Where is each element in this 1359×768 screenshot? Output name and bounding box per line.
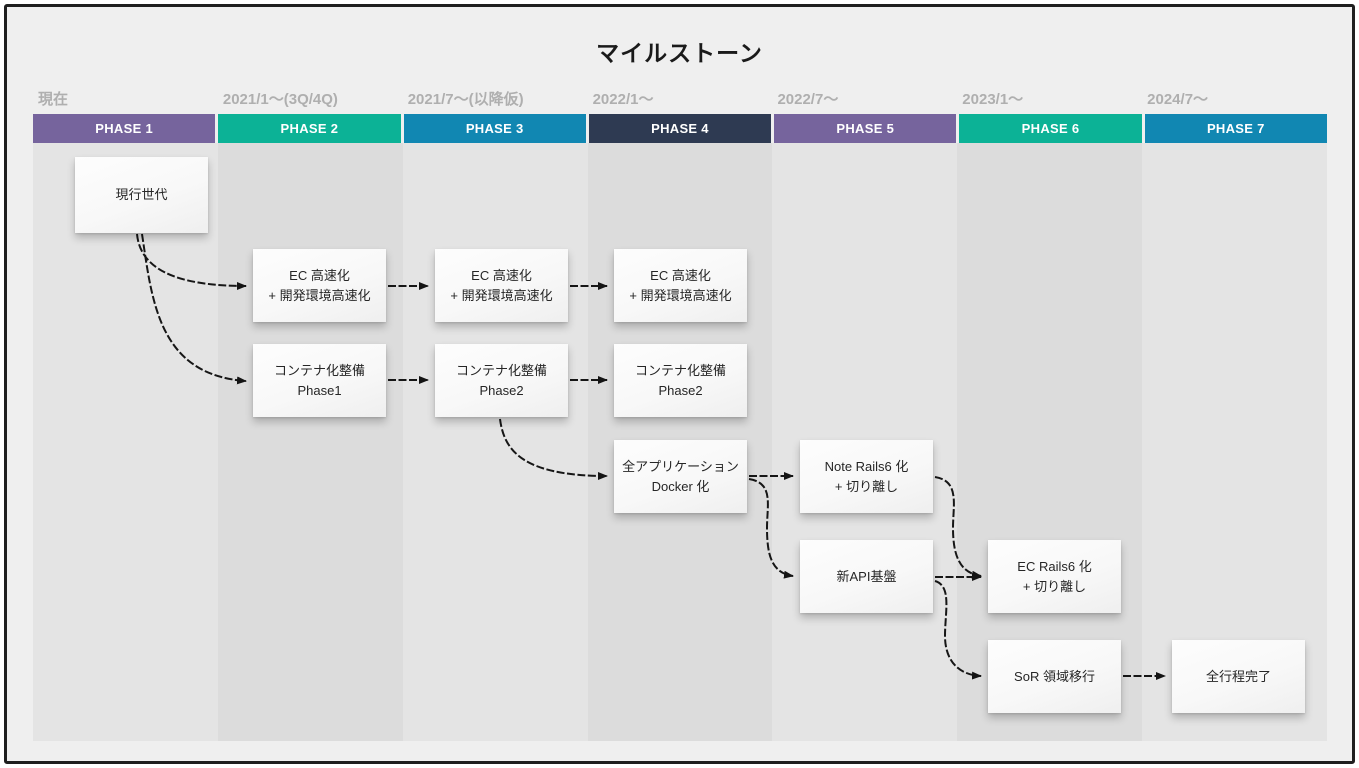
note-text-line: コンテナ化整備 [273,363,365,378]
date-label-1: 現在 [38,91,69,108]
note-text-line: Docker 化 [651,478,710,494]
note-text-line: EC Rails6 化 [1017,559,1092,574]
phase-column-1 [33,143,218,741]
note-text-line: Phase1 [297,382,342,398]
connector-all-app-docker-to-new-api-base [748,478,794,579]
note-text-line: Note Rails6 化 [824,459,909,474]
date-label-6: 2023/1〜 [962,91,1024,108]
date-label-3: 2021/7〜(以降仮) [407,91,524,108]
note-text-line: EC 高速化 [289,268,350,283]
phase-header-1: PHASE 1 [33,114,216,143]
date-label-5: 2022/7〜 [777,91,839,108]
phase-header-2: PHASE 2 [218,114,401,143]
sticky-note-ec-speedup-p2[interactable]: EC 高速化 + 開発環境高速化 [253,249,386,322]
phase-column-3 [402,143,588,741]
connector-current-gen-to-container-phase1 [141,233,247,385]
sticky-note-sor-migration[interactable]: SoR 領域移行 [988,640,1121,713]
note-text-line: EC 高速化 [650,268,711,283]
note-text-line: 全アプリケーション [622,459,739,474]
page-title: マイルストーン [596,40,763,66]
sticky-note-container-phase2-a[interactable]: コンテナ化整備 Phase2 [435,344,568,417]
sticky-note-ec-speedup-p4[interactable]: EC 高速化 + 開発環境高速化 [614,249,747,322]
note-text-line: Phase2 [658,382,703,398]
note-text-line: + 切り離し [834,478,899,494]
sticky-note-all-done[interactable]: 全行程完了 [1172,640,1305,713]
note-text-line: Phase2 [479,382,524,398]
note-text-line: + 開発環境高速化 [450,287,553,303]
phase-header-4: PHASE 4 [588,114,772,143]
note-text-line: コンテナ化整備 [455,363,547,378]
phase-header-3: PHASE 3 [403,114,586,143]
sticky-note-current-gen[interactable]: 現行世代 [75,157,208,233]
connector-note-rails6-to-ec-rails6 [934,476,982,579]
sticky-note-container-phase2-b[interactable]: コンテナ化整備 Phase2 [614,344,747,417]
sticky-note-ec-speedup-p3[interactable]: EC 高速化 + 開発環境高速化 [435,249,568,322]
sticky-note-container-phase1[interactable]: コンテナ化整備 Phase1 [253,344,386,417]
note-text-line: 現行世代 [115,187,168,203]
note-text-line: コンテナ化整備 [634,363,726,378]
phase-header-6: PHASE 6 [959,114,1142,143]
note-text-line: + 切り離し [1022,578,1087,594]
note-text-line: SoR 領域移行 [1014,668,1095,684]
date-label-7: 2024/7〜 [1147,91,1209,108]
sticky-note-all-app-docker[interactable]: 全アプリケーション Docker 化 [614,440,747,513]
note-text-line: + 開発環境高速化 [268,287,371,303]
connector-container-phase2-a-to-all-app-docker [499,418,608,480]
sticky-note-note-rails6[interactable]: Note Rails6 化 + 切り離し [800,440,933,513]
phase-column-2 [217,143,403,741]
note-text-line: 新API基盤 [836,568,897,584]
date-label-4: 2022/1〜 [592,91,654,108]
phase-header-7: PHASE 7 [1144,114,1327,143]
note-text-line: + 開発環境高速化 [629,287,732,303]
note-text-line: 全行程完了 [1205,668,1271,684]
sticky-note-ec-rails6[interactable]: EC Rails6 化 + 切り離し [988,540,1121,613]
date-label-2: 2021/1〜(3Q/4Q) [222,91,338,108]
sticky-note-new-api-base[interactable]: 新API基盤 [800,540,933,613]
connector-current-gen-to-ec-speedup-p2 [136,233,247,290]
phase-header-5: PHASE 5 [774,114,957,143]
connector-new-api-base-to-sor-migration [934,580,982,680]
note-text-line: EC 高速化 [471,268,532,283]
date-labels-row: 現在 2021/1〜(3Q/4Q) 2021/7〜(以降仮) 2022/1〜 2022/… [33,88,1327,108]
